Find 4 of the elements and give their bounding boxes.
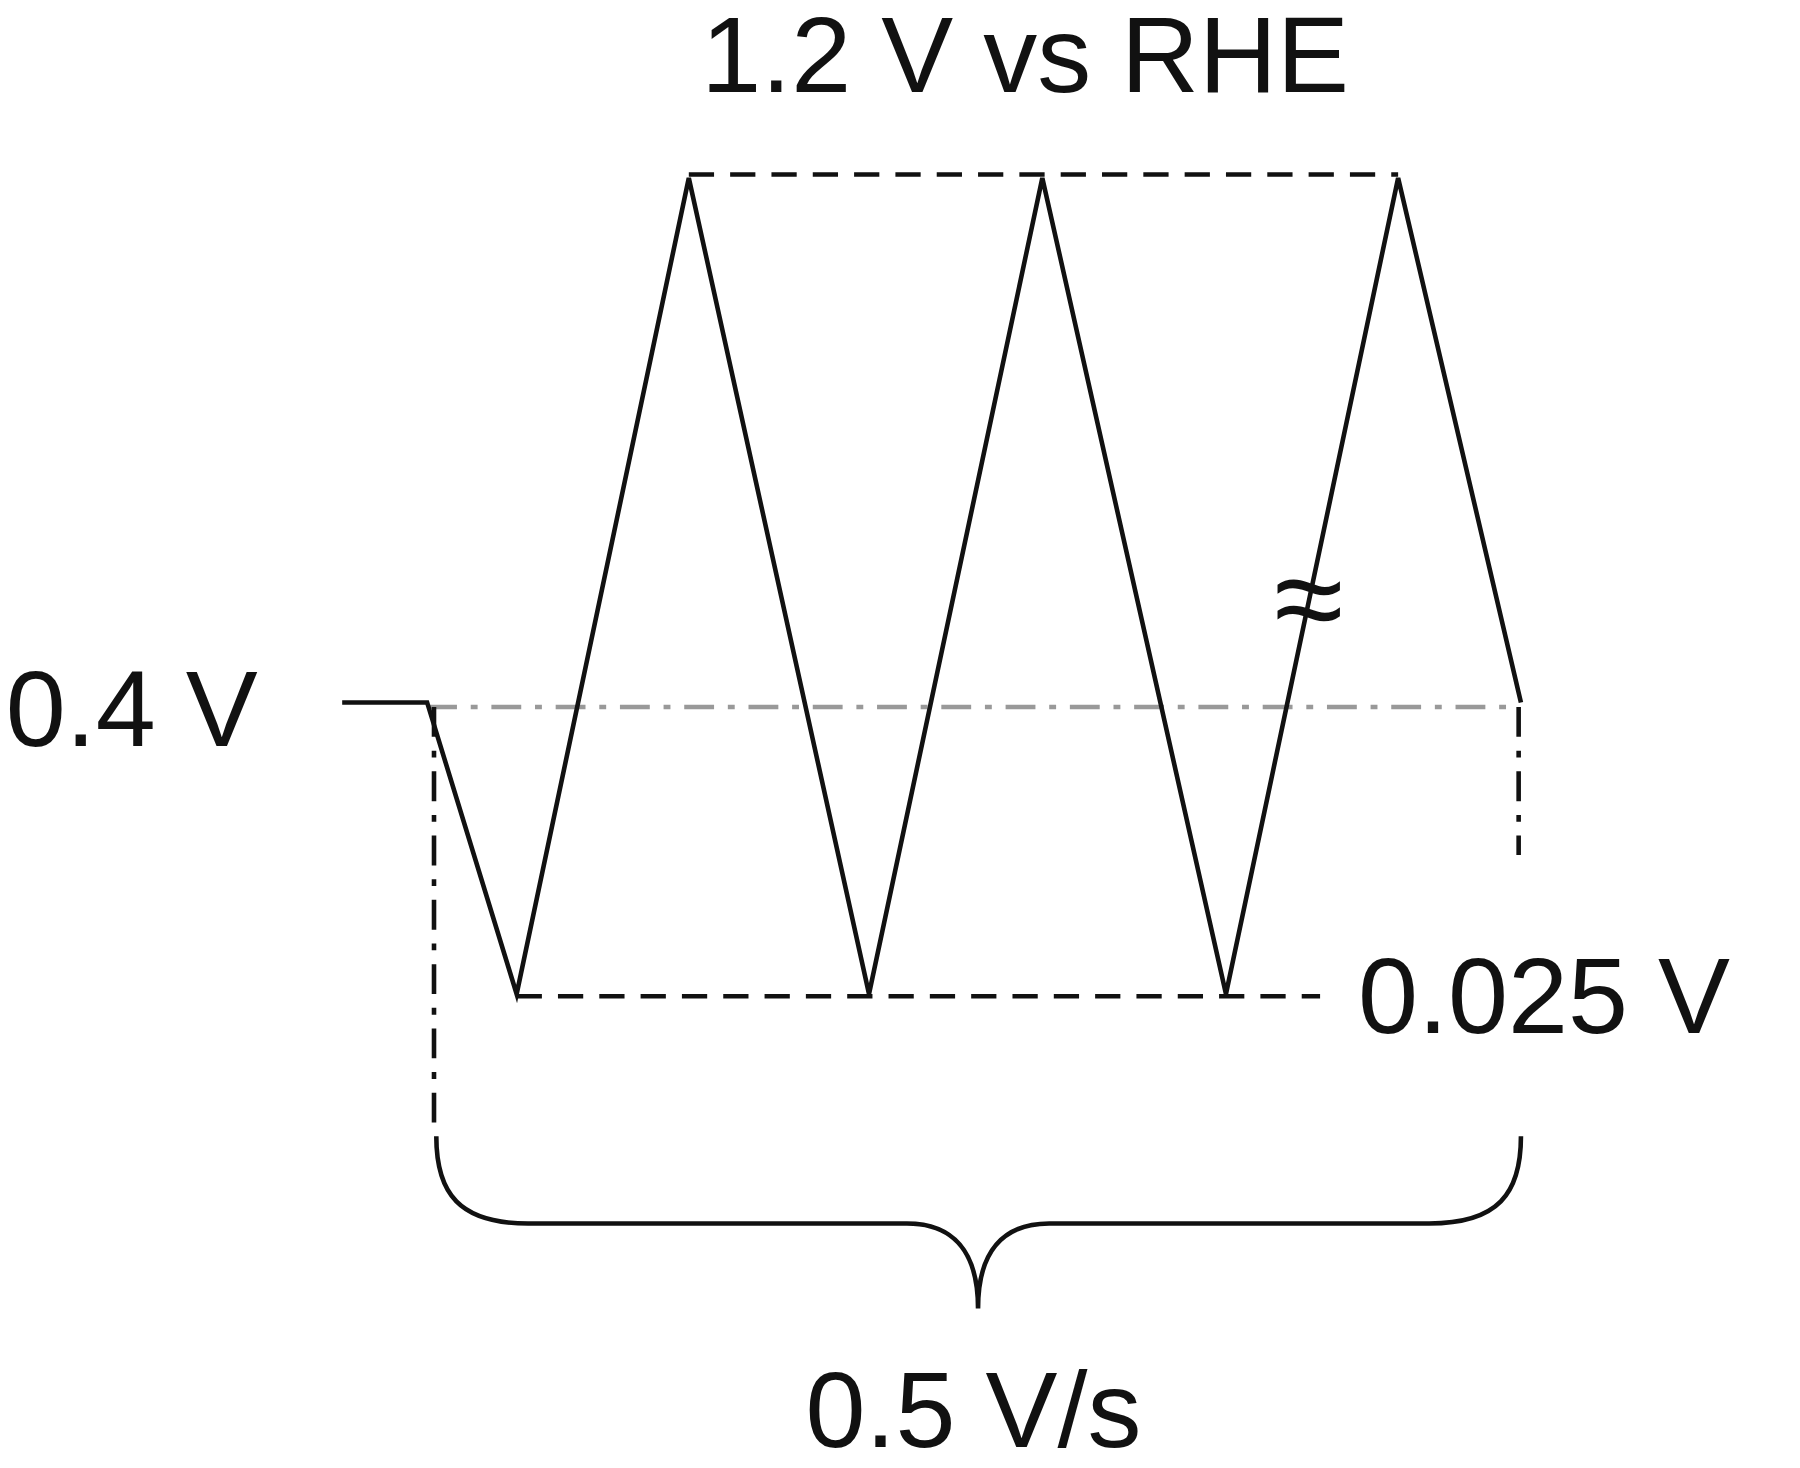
voltage-label: 0.5 V/s — [805, 1355, 1142, 1464]
voltage-label: 0.025 V — [1358, 942, 1730, 1051]
voltage-label: 0.4 V — [5, 655, 258, 764]
voltage-label: 1.2 V vs RHE — [701, 1, 1349, 110]
